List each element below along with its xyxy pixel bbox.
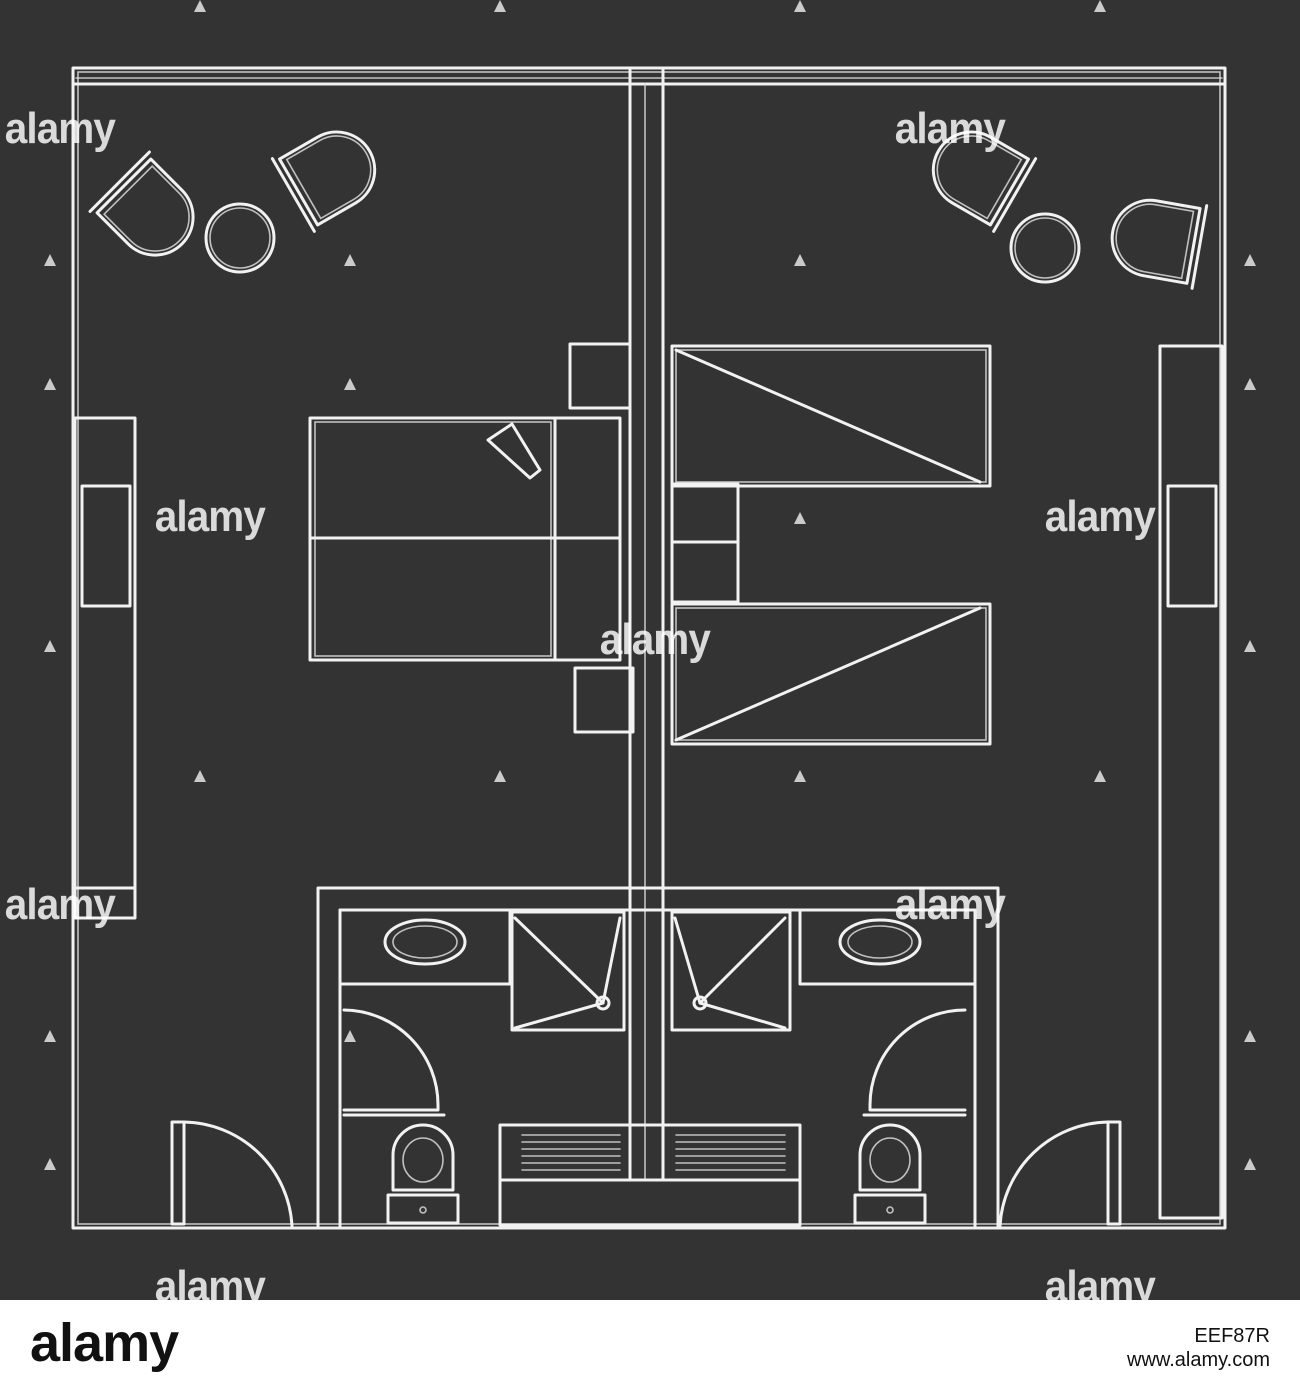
watermark-mark-icon	[1244, 254, 1256, 266]
watermark-mark-icon	[494, 0, 506, 12]
right-lounge-set	[931, 130, 1209, 290]
left-entry-door	[170, 1120, 294, 1228]
chalkboard-floor-plan: alamy alamy alamy alamy alamy alamy alam…	[0, 0, 1300, 1300]
left-double-bed	[308, 342, 635, 734]
watermark-mark-icon	[494, 770, 506, 782]
watermark-mark-icon	[344, 378, 356, 390]
watermark-text: alamy	[1044, 492, 1156, 541]
watermark-mark-icon	[344, 1030, 356, 1042]
watermark-text: alamy	[599, 615, 711, 664]
right-closet	[1158, 344, 1224, 1220]
watermark-mark-icon	[1094, 770, 1106, 782]
left-armchair-1	[88, 150, 195, 257]
watermark-text: alamy	[4, 880, 116, 929]
hvac-cabinet	[498, 1123, 802, 1227]
site-url: www.alamy.com	[1127, 1349, 1270, 1371]
watermark-mark-icon	[794, 254, 806, 266]
left-vanity	[338, 908, 512, 986]
right-armchair-2	[1110, 198, 1209, 290]
right-shower	[670, 910, 792, 1032]
watermark-mark-icon	[1244, 1030, 1256, 1042]
left-shower	[510, 910, 626, 1032]
watermark-mark-icon	[794, 512, 806, 524]
left-closet	[73, 416, 137, 920]
left-side-table	[204, 202, 276, 274]
central-partition-wall	[628, 68, 665, 1182]
left-lounge-set	[88, 130, 377, 274]
watermark-mark-icon	[1094, 0, 1106, 12]
left-sink	[383, 918, 467, 966]
watermark-mark-icon	[44, 1030, 56, 1042]
footer-image-info: EEF87R www.alamy.com	[1127, 1324, 1270, 1372]
watermark-mark-icon	[194, 0, 206, 12]
watermark-mark-icon	[1244, 1158, 1256, 1170]
watermark-text: alamy	[4, 104, 116, 153]
right-vent-grille	[675, 1134, 786, 1171]
watermark-text: alamy	[154, 492, 266, 541]
watermark-mark-icon	[1244, 378, 1256, 390]
left-nightstand-bottom	[573, 666, 635, 734]
footer-brand-logo: alamy	[30, 1313, 179, 1373]
watermark-mark-icon	[194, 770, 206, 782]
watermark-mark-icon	[344, 254, 356, 266]
right-bed-bottom	[670, 602, 992, 746]
bathroom-block	[316, 886, 1000, 1230]
watermark-mark-icon	[44, 254, 56, 266]
right-bed-top	[670, 344, 992, 488]
left-toilet	[386, 1123, 460, 1225]
watermark-mark-icon	[44, 378, 56, 390]
right-twin-beds	[670, 344, 992, 746]
right-vanity	[798, 908, 977, 986]
left-nightstand-top	[568, 342, 632, 410]
watermark-text: alamy	[894, 880, 1006, 929]
floor-plan-drawing	[71, 66, 1227, 1230]
watermark-mark-icon	[794, 770, 806, 782]
right-toilet	[853, 1123, 927, 1225]
watermark-mark-icon	[44, 640, 56, 652]
stock-footer: alamy EEF87R www.alamy.com	[0, 1300, 1300, 1390]
left-vent-grille	[521, 1134, 621, 1171]
left-armchair-2	[270, 130, 377, 233]
watermark-mark-icon	[44, 1158, 56, 1170]
right-entry-door	[998, 1120, 1122, 1228]
right-armchair-1	[931, 130, 1038, 233]
right-sink	[838, 918, 922, 966]
right-bath-door	[868, 1008, 967, 1112]
watermark-mark-icon	[794, 0, 806, 12]
left-bath-door	[342, 1008, 440, 1112]
watermark-text: alamy	[894, 104, 1006, 153]
right-side-table	[1009, 212, 1081, 284]
watermark-mark-icon	[1244, 640, 1256, 652]
image-id: EEF87R	[1194, 1325, 1270, 1347]
